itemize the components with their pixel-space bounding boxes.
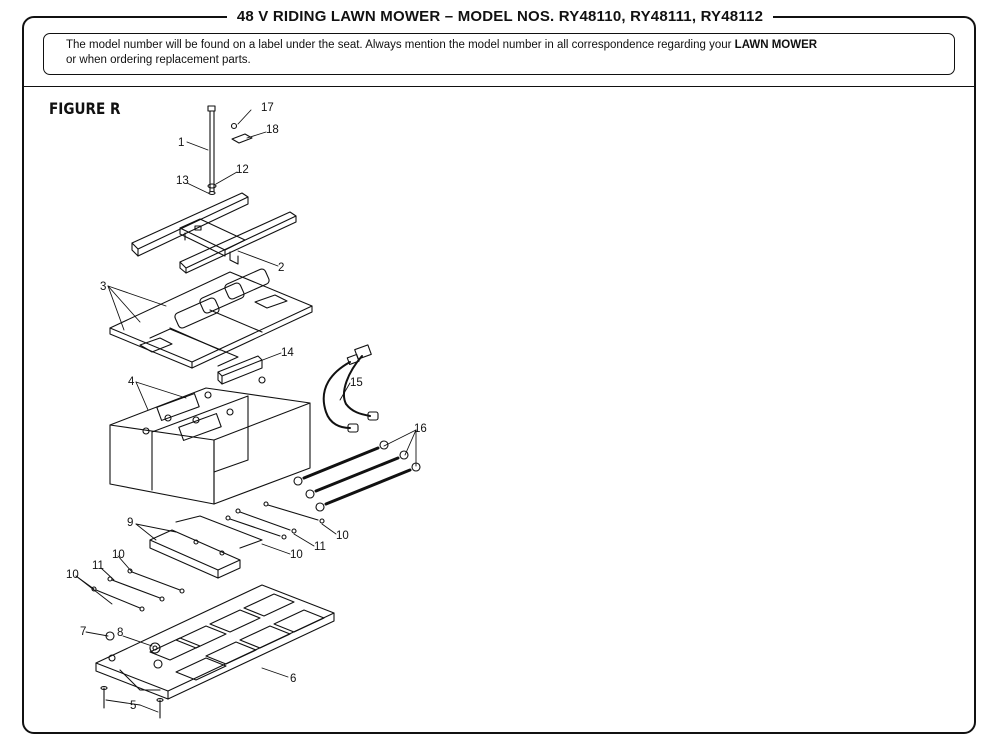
callout-18: 18 (266, 124, 279, 136)
part-battery-cables (293, 440, 421, 512)
callout-3: 3 (100, 281, 106, 293)
notice-text: The model number will be found on a labe… (66, 39, 735, 51)
part-tray-bracket (149, 515, 263, 579)
callout-9: 9 (127, 517, 133, 529)
header-divider (24, 86, 974, 87)
part-bolts-right (225, 501, 325, 540)
figure-label: FIGURE R (49, 99, 121, 118)
part-washer (207, 183, 217, 189)
callout-leaders (75, 109, 417, 713)
page-title: 48 V RIDING LAWN MOWER – MODEL NOS. RY48… (0, 8, 1000, 25)
callout-10-b: 10 (290, 549, 303, 561)
callout-5: 5 (130, 700, 136, 712)
model-number-notice: The model number will be found on a labe… (43, 33, 955, 75)
part-spacer (217, 355, 263, 385)
part-screws (100, 685, 164, 719)
part-bolts-left (91, 568, 185, 612)
part-batteries (109, 376, 311, 505)
part-hold-down-bracket (131, 192, 297, 274)
part-battery-tray (95, 584, 335, 700)
callout-8: 8 (117, 627, 123, 639)
callout-10-c: 10 (112, 549, 125, 561)
notice-text-2: or when ordering replacement parts. (66, 54, 251, 66)
callout-4: 4 (128, 376, 135, 388)
callout-10-d: 10 (66, 569, 79, 581)
callout-12: 12 (236, 164, 249, 176)
callout-13: 13 (176, 175, 189, 187)
notice-emphasis: LAWN MOWER (734, 39, 818, 51)
callout-7: 7 (80, 626, 86, 638)
callout-2: 2 (278, 262, 284, 274)
part-wire-harness (322, 344, 379, 433)
callout-11-b: 11 (92, 560, 104, 572)
callout-15: 15 (350, 377, 363, 389)
part-rod (207, 105, 216, 196)
part-battery-covers (109, 268, 313, 369)
callout-16: 16 (414, 423, 427, 435)
part-clip (230, 122, 238, 130)
part-plate (231, 133, 253, 144)
callout-11-a: 11 (314, 541, 326, 553)
callout-6: 6 (290, 673, 296, 685)
callout-14: 14 (281, 347, 294, 359)
callout-10-a: 10 (336, 530, 349, 542)
callout-1: 1 (178, 137, 184, 149)
part-nuts (105, 631, 163, 669)
callout-17: 17 (261, 102, 274, 114)
